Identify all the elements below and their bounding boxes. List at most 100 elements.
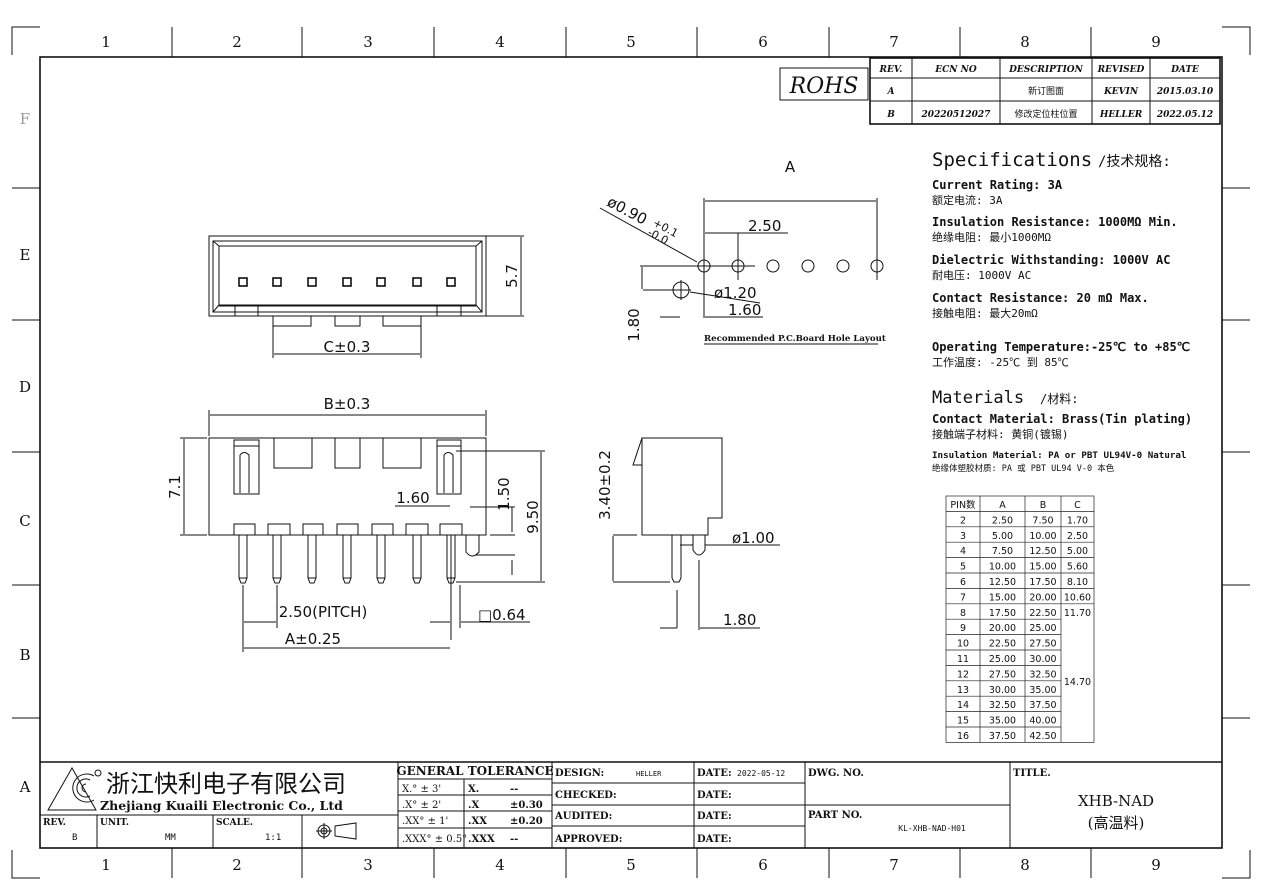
pin-table-cell: 37.50 — [989, 731, 1016, 742]
audited-date-label: DATE: — [697, 811, 732, 822]
pin-square — [272, 277, 282, 287]
design-value: HELLER — [636, 770, 662, 778]
rev-b: B — [886, 110, 895, 120]
pin-table-cell: 30.00 — [989, 685, 1016, 696]
pin-table-cell: 10.60 — [1064, 592, 1091, 603]
design-date-label: DATE: — [697, 768, 732, 779]
approved-label: APPROVED: — [554, 834, 622, 845]
pin-base — [371, 523, 394, 536]
pin-table-cell: 20.00 — [1029, 592, 1056, 603]
peg-diameter-dimension: ø1.00 — [732, 529, 775, 547]
pin-table-cell: 17.50 — [1029, 577, 1056, 588]
pcb-hole — [801, 259, 815, 273]
pin-square — [446, 277, 456, 287]
pin-table-cell: 10 — [957, 639, 969, 650]
height-7-1-dimension: 7.1 — [166, 475, 184, 499]
front-view: B±0.3 7.1 1.60 1.50 9.50 2.50(PITCH) A±0… — [166, 395, 545, 652]
design-date: 2022-05-12 — [737, 769, 785, 778]
col-1-top: 1 — [101, 33, 111, 51]
spec-current-cn: 额定电流: 3A — [932, 193, 1003, 207]
spec-title-cn: /技术规格: — [1098, 154, 1171, 170]
contact-material: Contact Material: Brass(Tin plating) — [932, 412, 1192, 426]
spec-title: Specifications — [932, 149, 1092, 171]
part-no: KL-XHB-NAD-H01 — [898, 824, 966, 833]
pcb-caption: Recommended P.C.Board Hole Layout — [704, 334, 886, 344]
sheet-border — [11, 26, 1251, 879]
pin-table-cell: 8.10 — [1067, 577, 1088, 588]
col-2-top: 2 — [232, 33, 242, 51]
pin — [272, 535, 282, 584]
checked-label: CHECKED: — [555, 790, 617, 801]
tolerance-val-2: ±0.20 — [510, 816, 543, 827]
tolerance-dec-0: X. — [468, 784, 479, 795]
d340-dimension: 3.40±0.2 — [596, 450, 614, 520]
pin-table-cell: 16 — [957, 731, 969, 742]
pin-table-merged-c: 14.70 — [1064, 677, 1091, 688]
scale-label: SCALE. — [216, 818, 253, 828]
pin-table-cell: 5 — [960, 562, 966, 573]
pin-table-header: PIN数 — [950, 499, 976, 511]
pin-table-cell: 5.00 — [1067, 546, 1088, 557]
pin-table-cell: 3 — [960, 531, 966, 542]
pin-base — [302, 523, 324, 536]
pin-table-cell: 10.00 — [1029, 531, 1056, 542]
pcb-a-dimension: A — [785, 158, 796, 176]
pcb-d160-dimension: 1.60 — [728, 301, 761, 319]
pin — [307, 535, 317, 584]
spec-contact: Contact Resistance: 20 mΩ Max. — [932, 291, 1149, 305]
top-view: C±0.3 5.7 — [208, 235, 524, 358]
pin-table-cell: 35.00 — [1029, 685, 1056, 696]
pin-table-header: C — [1074, 500, 1081, 511]
pin-table-cell: 2.50 — [1067, 531, 1088, 542]
pin-table-cell: 30.00 — [1029, 654, 1056, 665]
pcb-hole — [731, 259, 745, 273]
pin-table-cell: 20.00 — [989, 623, 1016, 634]
spec-temperature: Operating Temperature:-25℃ to +85℃ — [932, 340, 1190, 354]
spec-dielectric: Dielectric Withstanding: 1000V AC — [932, 253, 1170, 267]
col-4: 4 — [495, 856, 505, 874]
col-6-top: 6 — [758, 33, 768, 51]
spec-insulation: Insulation Resistance: 1000MΩ Min. — [932, 215, 1178, 229]
col-5-top: 5 — [626, 33, 636, 51]
tolerance-val-1: ±0.30 — [510, 800, 543, 811]
col-4-top: 4 — [495, 33, 505, 51]
pin-table-cell: 13 — [957, 685, 969, 696]
company-name-en: Zhejiang Kuaili Electronic Co., Ltd — [100, 798, 343, 813]
pin-size-dimension: □0.64 — [478, 606, 526, 624]
spec-insulation-cn: 绝缘电阻: 最小1000MΩ — [932, 230, 1051, 244]
col-7: 7 — [889, 856, 899, 874]
pin-table-cell: 40.00 — [1029, 716, 1056, 727]
row-e: E — [20, 246, 31, 264]
spec-temperature-cn: 工作温度: -25℃ 到 85℃ — [932, 355, 1069, 369]
revised-b: HELLER — [1099, 110, 1143, 120]
dwg-no-label: DWG. NO. — [808, 768, 864, 779]
pin-square — [412, 277, 422, 287]
title-label: TITLE. — [1013, 768, 1051, 779]
pin-table-cell: 7.50 — [1032, 515, 1053, 526]
rev-a: A — [887, 87, 895, 97]
pin-table-cell: 14 — [957, 700, 969, 711]
pin-table-cell: 27.50 — [989, 669, 1016, 680]
pcb-hole — [836, 259, 850, 273]
pin-table-cell: 32.50 — [989, 700, 1016, 711]
pin-table-cell: 15 — [957, 716, 969, 727]
description-a: 新订图面 — [1028, 85, 1064, 97]
pin-table-cell: 7 — [960, 592, 966, 603]
audited-label: AUDITED: — [554, 811, 612, 822]
pin-table-cell: 25.00 — [1029, 623, 1056, 634]
pin — [376, 535, 386, 584]
pin — [342, 535, 352, 584]
tolerance-dec-3: .XXX — [468, 834, 495, 845]
col-9: 9 — [1151, 856, 1161, 874]
revised-header: REVISED — [1097, 65, 1145, 75]
pin-table-cell: 4 — [960, 546, 966, 557]
pcb-d180-dimension: 1.80 — [625, 308, 643, 341]
pcb-pitch-dimension: 2.50 — [748, 217, 781, 235]
description-b: 修改定位柱位置 — [1014, 108, 1077, 120]
pin-table-cell: 7.50 — [992, 546, 1013, 557]
insulation-material: Insulation Material: PA or PBT UL94V-0 N… — [932, 450, 1186, 461]
b-dimension: B±0.3 — [324, 395, 371, 413]
col-6: 6 — [758, 856, 768, 874]
pcb-hole — [697, 259, 711, 273]
